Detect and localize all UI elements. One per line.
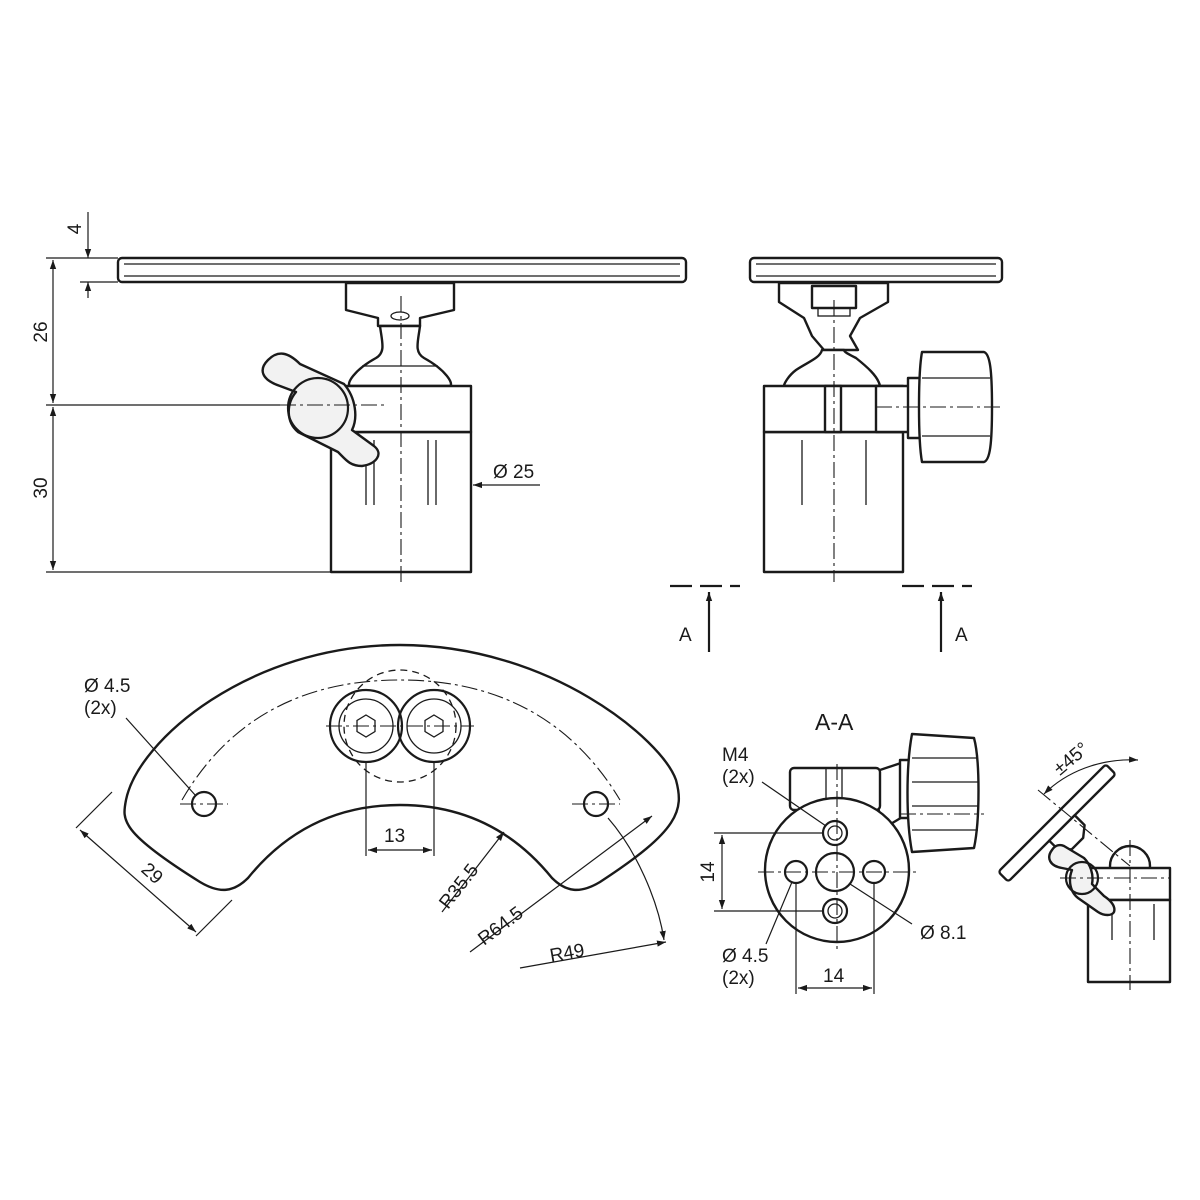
hole-diameter-label: Ø 4.5 xyxy=(84,676,130,697)
tilt-clamp-body xyxy=(1086,866,1172,984)
dimension-clamp-diameter: Ø 25 xyxy=(473,462,540,489)
plate-thickness-label: 4 xyxy=(65,223,86,234)
hole-radius-label: R49 xyxy=(548,940,586,967)
section-marker-left-letter: A xyxy=(679,625,692,646)
section-hole-count-label: (2x) xyxy=(722,968,755,989)
top-view: Ø 4.5 (2x) 29 13 R35.5 R64.5 R49 xyxy=(75,643,681,969)
wing-screw-handle xyxy=(261,352,380,468)
section-marker-right: A xyxy=(902,584,972,652)
dimension-horizontal-spacing: 14 xyxy=(795,883,875,994)
dimension-thread: M4 (2x) xyxy=(722,745,827,827)
curved-plate-outline xyxy=(123,643,681,891)
section-view: A-A M4 xyxy=(698,709,984,994)
dimension-head-height: 26 xyxy=(31,257,280,406)
dimension-clamp-height: 30 xyxy=(31,407,331,573)
thread-count-label: (2x) xyxy=(722,767,755,788)
side-top-plate xyxy=(748,256,1004,284)
tilt-view: ±45° xyxy=(998,739,1172,990)
horizontal-spacing-label: 14 xyxy=(823,966,845,987)
inner-radius-label: R35.5 xyxy=(435,860,483,913)
front-view: 4 26 30 Ø 25 xyxy=(31,212,688,582)
head-height-label: 26 xyxy=(31,321,52,342)
bore-diameter-label: Ø 8.1 xyxy=(920,923,966,944)
clamp-height-label: 30 xyxy=(31,477,52,498)
outer-radius-label: R64.5 xyxy=(474,903,527,950)
dimension-plate-thickness: 4 xyxy=(65,212,118,298)
section-marker-left: A xyxy=(670,584,740,652)
dimension-bolt-spacing: 13 xyxy=(365,762,435,856)
front-top-plate xyxy=(116,256,688,284)
dimension-inner-radius: R35.5 xyxy=(435,831,505,913)
section-marker-right-letter: A xyxy=(955,625,968,646)
hole-count-label: (2x) xyxy=(84,698,117,719)
front-head-block xyxy=(344,281,456,388)
dimension-section-hole: Ø 4.5 (2x) xyxy=(722,881,793,989)
dimension-bore: Ø 8.1 xyxy=(849,883,966,944)
dimension-vertical-spacing: 14 xyxy=(698,832,823,912)
center-bore xyxy=(814,851,856,893)
bolt-spacing-label: 13 xyxy=(384,826,405,847)
hole-pitch-arc xyxy=(181,679,621,801)
section-hole-diameter-label: Ø 4.5 xyxy=(722,946,768,967)
vertical-spacing-label: 14 xyxy=(698,861,719,883)
side-head-block xyxy=(777,281,890,388)
clamp-diameter-label: Ø 25 xyxy=(493,462,534,483)
thread-size-label: M4 xyxy=(722,745,749,766)
tilt-angle-centerline xyxy=(1037,789,1131,867)
mounting-hole-right xyxy=(572,790,620,818)
section-title: A-A xyxy=(815,709,854,735)
side-view: A A xyxy=(670,256,1004,652)
mounting-hole-left xyxy=(180,790,228,818)
dimension-hole-diameter: Ø 4.5 (2x) xyxy=(84,676,197,797)
knurled-knob xyxy=(874,350,994,464)
